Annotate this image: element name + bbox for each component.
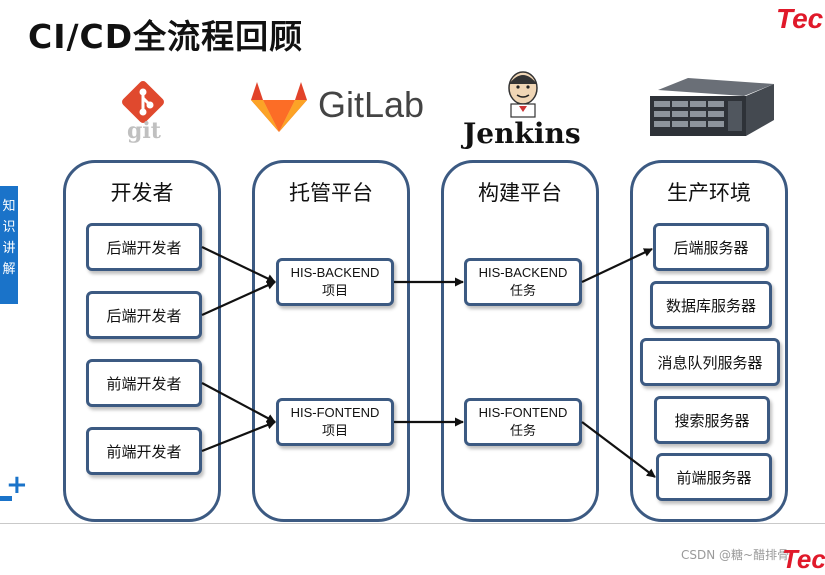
plus-icon: + xyxy=(6,470,28,500)
gitlab-logo-text: GitLab xyxy=(318,84,425,125)
build-platform-column: 构建平台 xyxy=(441,160,599,522)
backend-developer-box[interactable]: 后端开发者 xyxy=(86,291,202,339)
task-name: HIS-FONTEND xyxy=(478,405,568,420)
git-logo-icon xyxy=(122,81,164,123)
rack-server-icon xyxy=(650,78,774,136)
minus-icon xyxy=(0,496,12,501)
brand-logo: Tec xyxy=(776,3,824,34)
frontend-developer-box[interactable]: 前端开发者 xyxy=(86,359,202,407)
divider xyxy=(0,523,825,524)
frontend-developer-box[interactable]: 前端开发者 xyxy=(86,427,202,475)
search-server-box[interactable]: 搜索服务器 xyxy=(654,396,770,444)
backend-task-box[interactable]: HIS-BACKEND 任务 xyxy=(464,258,582,306)
column-title: 构建平台 xyxy=(478,181,562,205)
watermark: CSDN @糖~醋排骨 xyxy=(681,548,790,562)
jenkins-logo-text: Jenkins xyxy=(463,117,581,150)
task-label: 任务 xyxy=(509,283,536,298)
backend-server-box[interactable]: 后端服务器 xyxy=(653,223,769,271)
task-label: 任务 xyxy=(509,423,536,438)
hosting-platform-column: 托管平台 xyxy=(252,160,410,522)
jenkins-logo-icon xyxy=(508,71,538,118)
frontend-server-box[interactable]: 前端服务器 xyxy=(656,453,772,501)
column-title: 生产环境 xyxy=(667,181,751,205)
column-title: 开发者 xyxy=(110,181,174,205)
database-server-box[interactable]: 数据库服务器 xyxy=(650,281,772,329)
task-name: HIS-BACKEND xyxy=(478,265,568,280)
message-queue-server-box[interactable]: 消息队列服务器 xyxy=(640,338,780,386)
frontend-project-box[interactable]: HIS-FONTEND 项目 xyxy=(276,398,394,446)
project-label: 项目 xyxy=(321,283,348,298)
page-title: CI/CD全流程回顾 xyxy=(28,17,304,56)
backend-developer-box[interactable]: 后端开发者 xyxy=(86,223,202,271)
project-label: 项目 xyxy=(321,423,348,438)
brand-logo-bottom: Tec xyxy=(782,544,825,574)
column-title: 托管平台 xyxy=(289,181,373,205)
backend-project-box[interactable]: HIS-BACKEND 项目 xyxy=(276,258,394,306)
side-tab[interactable]: 知识讲解 xyxy=(0,186,18,304)
project-name: HIS-FONTEND xyxy=(290,405,380,420)
frontend-task-box[interactable]: HIS-FONTEND 任务 xyxy=(464,398,582,446)
project-name: HIS-BACKEND xyxy=(290,265,380,280)
gitlab-logo-icon xyxy=(251,82,307,132)
git-logo-text: git xyxy=(127,118,161,144)
